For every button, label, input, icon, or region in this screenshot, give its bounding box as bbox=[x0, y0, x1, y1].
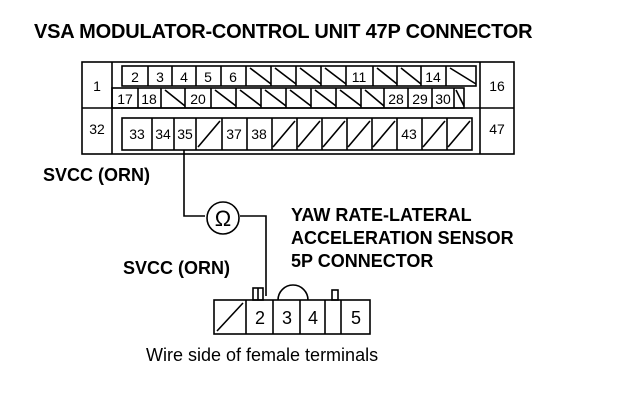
sensor-title-line1: YAW RATE-LATERAL bbox=[291, 205, 472, 225]
pin-label: 35 bbox=[177, 126, 193, 142]
sensor-title-line3: 5P CONNECTOR bbox=[291, 251, 434, 271]
upper-row-2-dividers bbox=[137, 88, 455, 108]
upper-row-1 bbox=[121, 65, 477, 87]
connector-5p-dividers bbox=[245, 300, 342, 334]
pin-label: 17 bbox=[117, 91, 133, 107]
lower-row-dividers bbox=[151, 118, 448, 150]
pin-label: 30 bbox=[435, 91, 451, 107]
ohmmeter-circle bbox=[206, 201, 240, 235]
pin-label: 5 bbox=[204, 69, 212, 85]
connector-47p-pin-labels: 1 2 3 4 5 6 11 14 16 17 18 20 28 29 30 3… bbox=[89, 69, 505, 142]
pin-label: 16 bbox=[489, 78, 505, 94]
wire-svcc-lower bbox=[240, 215, 267, 296]
upper-row-1-dividers bbox=[147, 66, 447, 86]
pin-label: 18 bbox=[141, 91, 157, 107]
pin-label: 2 bbox=[131, 69, 139, 85]
view-caption: Wire side of female terminals bbox=[146, 345, 379, 365]
pin-label: 29 bbox=[412, 91, 428, 107]
pin-label: 33 bbox=[129, 126, 145, 142]
pin-label: 3 bbox=[282, 308, 292, 328]
connector-5p-lock-tab bbox=[277, 284, 309, 301]
ohm-symbol: Ω bbox=[215, 206, 231, 231]
pin-label: 2 bbox=[255, 308, 265, 328]
pin-label: 4 bbox=[180, 69, 188, 85]
pin-label: 14 bbox=[425, 69, 441, 85]
pin-label: 11 bbox=[352, 69, 367, 85]
connector-5p-right-tab bbox=[331, 289, 339, 301]
pin-label: 20 bbox=[190, 91, 206, 107]
wire-svcc-upper bbox=[183, 150, 205, 217]
sensor-title-line2: ACCELERATION SENSOR bbox=[291, 228, 514, 248]
connector-5p-pin-labels: 2 3 4 5 bbox=[255, 308, 361, 328]
pin-label: 1 bbox=[93, 78, 101, 94]
pin-label: 37 bbox=[226, 126, 242, 142]
pin-label: 28 bbox=[388, 91, 404, 107]
connector-5p-outline bbox=[213, 299, 371, 335]
pin-label: 32 bbox=[89, 121, 105, 137]
connector-5p-blank-slash bbox=[216, 302, 244, 332]
pin-label: 4 bbox=[308, 308, 318, 328]
pin-label: 47 bbox=[489, 121, 505, 137]
pin-label: 38 bbox=[251, 126, 267, 142]
upper-row-2 bbox=[111, 87, 465, 109]
wire-label-svcc-upper: SVCC (ORN) bbox=[43, 165, 150, 185]
pin-label: 3 bbox=[156, 69, 164, 85]
pin-label: 6 bbox=[229, 69, 237, 85]
pin-label: 5 bbox=[351, 308, 361, 328]
lower-row-blank-slashes bbox=[197, 120, 471, 148]
pin-label: 43 bbox=[401, 126, 417, 142]
upper-row-1-blank-slashes bbox=[249, 67, 477, 85]
upper-row-2-blank-slashes bbox=[164, 89, 465, 107]
wire-label-svcc-lower: SVCC (ORN) bbox=[123, 258, 230, 278]
diagram-title: VSA MODULATOR-CONTROL UNIT 47P CONNECTOR bbox=[34, 21, 533, 43]
pin-label: 34 bbox=[155, 126, 171, 142]
